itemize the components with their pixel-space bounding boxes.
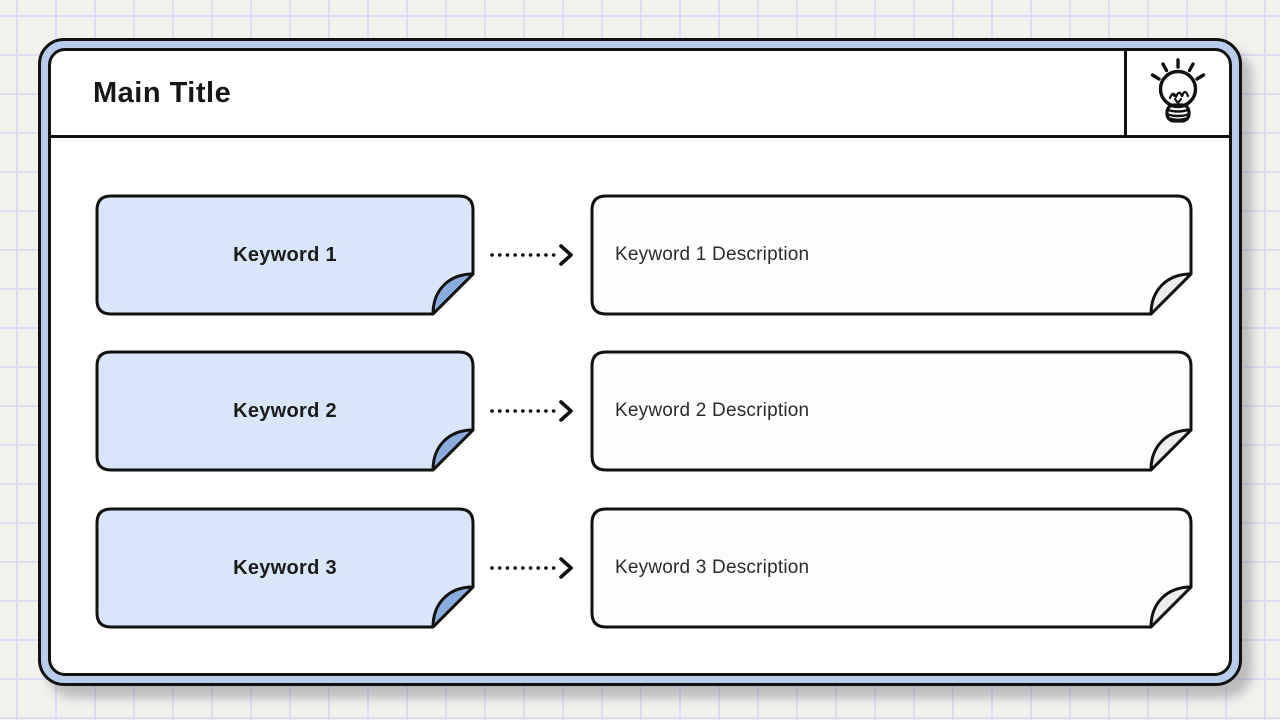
header-icon-cell [1124,51,1229,135]
description-node-2: Keyword 2 Description [590,350,1193,472]
header: Main Title [51,51,1229,138]
description-label: Keyword 2 Description [615,400,810,421]
keyword-label: Keyword 2 [233,399,337,422]
keyword-label: Keyword 1 [233,243,337,266]
dotted-arrow-icon [475,555,590,581]
keyword-node-3: Keyword 3 [95,507,475,629]
keyword-node-2: Keyword 2 [95,350,475,472]
description-label: Keyword 1 Description [615,244,810,265]
description-label: Keyword 3 Description [615,557,810,578]
diagram-row-2: Keyword 2 Keyword 2 Description [95,350,1193,472]
page-title: Main Title [93,76,232,109]
keyword-node-1: Keyword 1 [95,194,475,316]
dotted-arrow-icon [475,242,590,268]
diagram-content: Keyword 1 Keyword 1 Description [51,138,1229,673]
diagram-row-3: Keyword 3 Keyword 3 Description [95,507,1193,629]
diagram-row-1: Keyword 1 Keyword 1 Description [95,194,1193,316]
diagram-card: Main Title [48,48,1232,676]
description-node-3: Keyword 3 Description [590,507,1193,629]
lightbulb-icon [1147,57,1209,129]
keyword-label: Keyword 3 [233,556,337,579]
description-node-1: Keyword 1 Description [590,194,1193,316]
title-cell: Main Title [51,51,1124,135]
dotted-arrow-icon [475,398,590,424]
diagram-frame: Main Title [38,38,1242,686]
